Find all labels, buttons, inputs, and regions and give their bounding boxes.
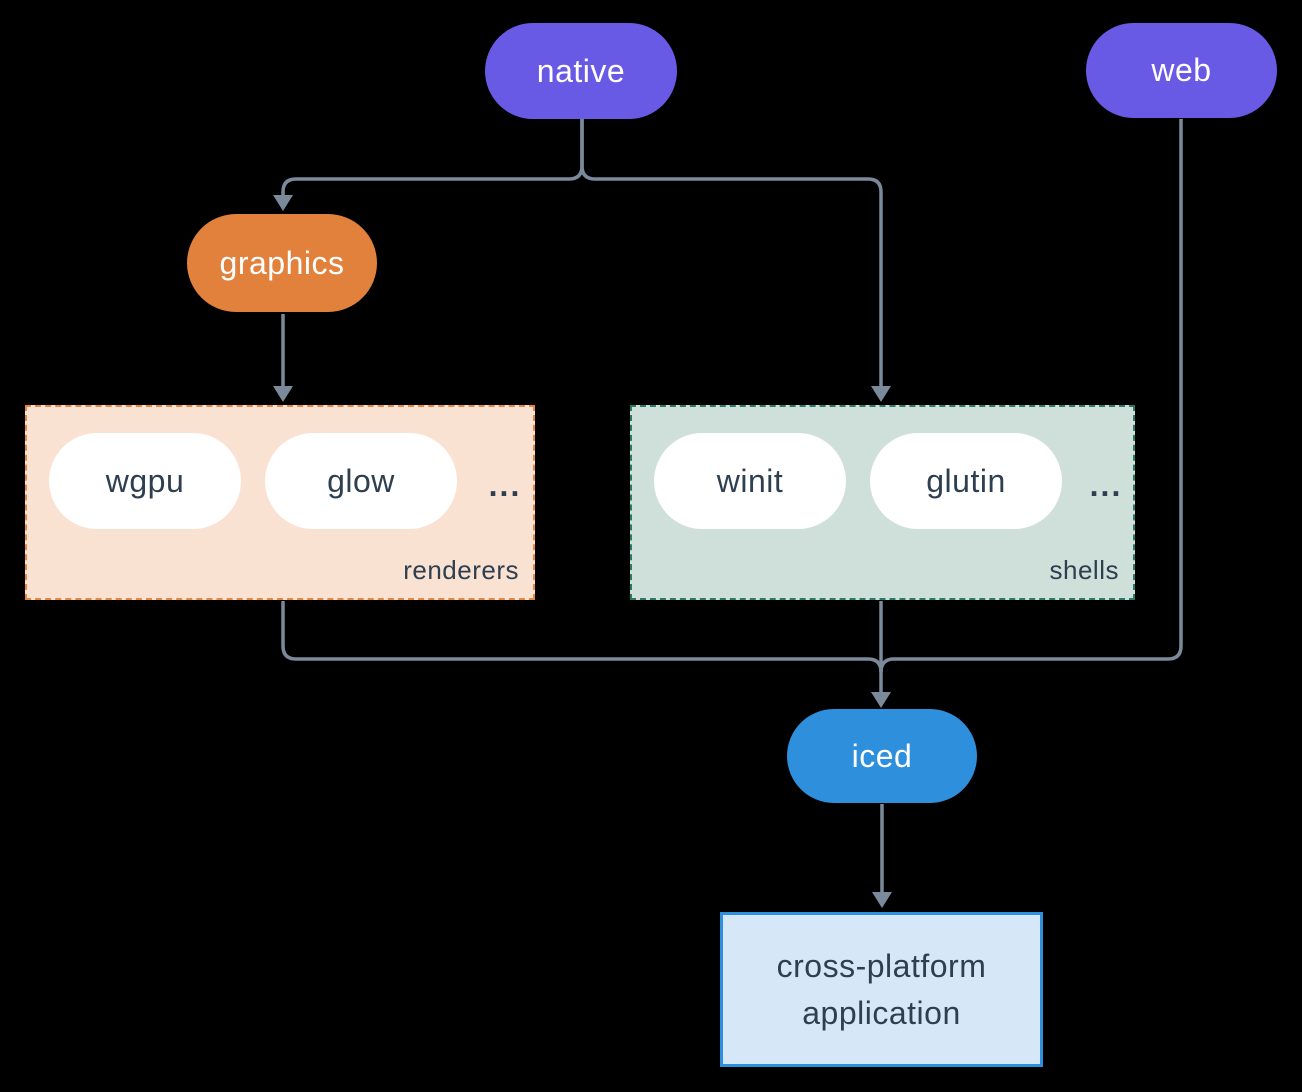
node-iced: iced	[787, 709, 977, 803]
node-glutin: glutin	[870, 433, 1062, 529]
shells-ellipsis: ...	[1089, 466, 1123, 503]
node-web-label: web	[1151, 52, 1212, 88]
node-glow-label: glow	[327, 462, 395, 499]
node-native: native	[485, 23, 677, 119]
node-iced-label: iced	[851, 737, 913, 774]
renderers-ellipsis: ...	[488, 466, 522, 503]
node-winit: winit	[654, 433, 846, 529]
edge-native-graphics	[281, 119, 584, 196]
node-cross-platform-application: cross-platform application	[720, 912, 1043, 1067]
group-renderers-label: renderers	[403, 555, 519, 585]
group-shells-label: shells	[1049, 555, 1119, 585]
node-wgpu-label: wgpu	[105, 462, 185, 499]
node-glutin-label: glutin	[926, 462, 1006, 499]
edge-native-shells	[580, 119, 883, 387]
group-shells: winit glutin ... shells	[630, 405, 1135, 600]
app-label-line2: application	[802, 994, 961, 1031]
arrowhead-renderers-icon	[273, 386, 293, 402]
node-web: web	[1086, 23, 1277, 118]
arrowhead-graphics-icon	[273, 195, 293, 211]
app-label-line1: cross-platform	[776, 948, 987, 985]
node-native-label: native	[536, 52, 626, 89]
node-graphics: graphics	[187, 214, 377, 312]
arrowhead-iced-icon	[871, 692, 891, 708]
arrowhead-shells-icon	[871, 386, 891, 402]
arrowhead-app-icon	[872, 892, 892, 908]
node-winit-label: winit	[716, 462, 784, 499]
node-graphics-label: graphics	[219, 244, 345, 281]
edge-renderers-iced	[281, 601, 883, 673]
group-renderers: wgpu glow ... renderers	[25, 405, 535, 600]
node-wgpu: wgpu	[49, 433, 241, 529]
node-glow: glow	[265, 433, 457, 529]
